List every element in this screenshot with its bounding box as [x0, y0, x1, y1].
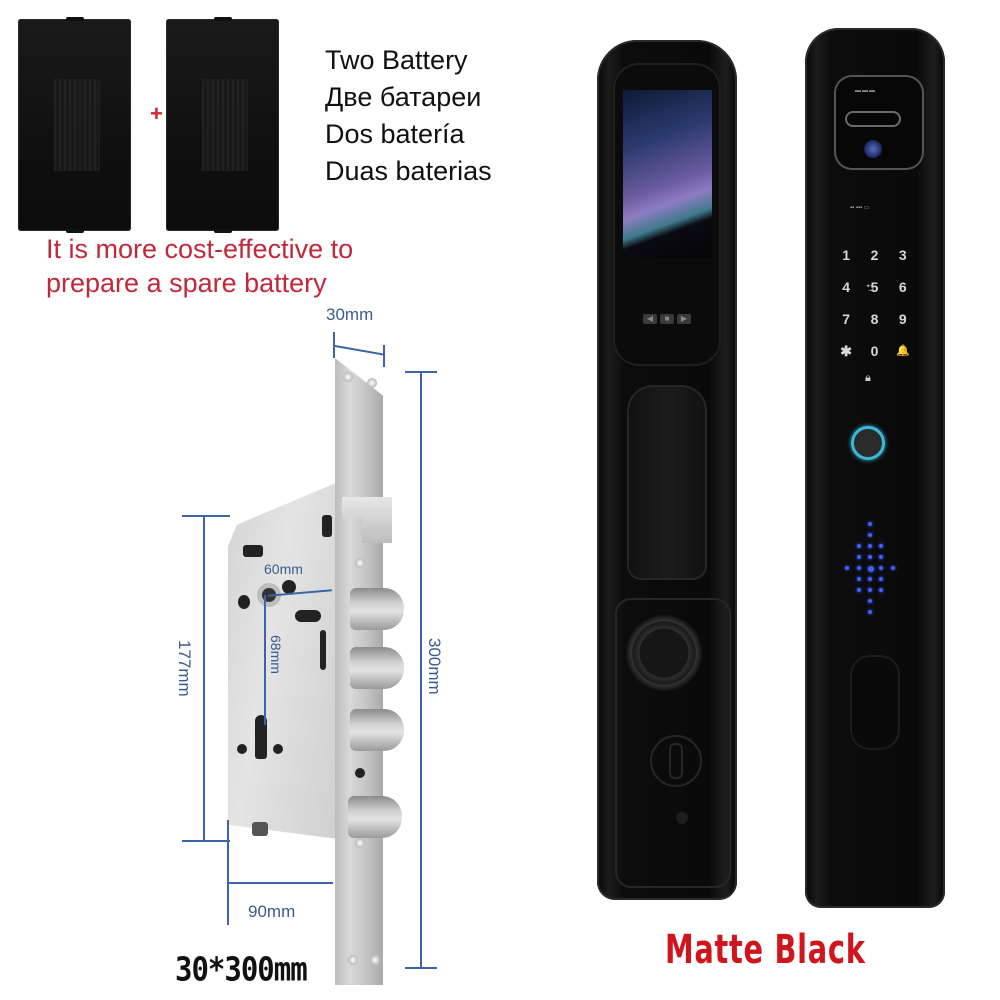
dim-tick: [182, 840, 230, 842]
key-9[interactable]: 9: [898, 311, 907, 327]
fingerprint-sensor[interactable]: [851, 426, 885, 460]
keyhole-cover: [650, 735, 702, 787]
case-hole: [282, 580, 296, 594]
dim-total-height: 300mm: [425, 638, 444, 695]
key-1[interactable]: 1: [842, 247, 851, 263]
back-icon[interactable]: ⮌: [866, 283, 875, 294]
brand-mark: ▬▬▬: [855, 88, 876, 94]
dim-line-center: [264, 595, 266, 725]
dim-faceplate-width: 30mm: [326, 305, 374, 324]
screw: [348, 955, 358, 965]
battery-tab: [66, 17, 84, 21]
key-5[interactable]: 5: [870, 279, 879, 295]
next-icon[interactable]: ▶: [677, 314, 691, 324]
lock-icon[interactable]: 🔒︎: [865, 372, 871, 384]
dim-tick: [182, 515, 230, 517]
status-indicators: ▪▪ ▪▪▪ ▭: [850, 205, 870, 211]
battery-label: [202, 79, 248, 171]
deadbolt: [350, 709, 404, 751]
sensor-dot: [676, 812, 688, 824]
push-pull-handle[interactable]: [627, 385, 707, 580]
finish-label: Matte Black: [665, 927, 866, 973]
lock-keypad-panel: [805, 28, 945, 908]
doorbell-icon[interactable]: 🔔: [895, 345, 910, 357]
dim-line-case-height: [203, 515, 205, 841]
key-3[interactable]: 3: [898, 247, 907, 263]
dim-case-height: 177mm: [175, 640, 194, 697]
screw: [370, 955, 380, 965]
dim-center-distance: 68mm: [268, 635, 284, 674]
case-slot: [322, 515, 332, 537]
camera-lens-icon: [864, 140, 882, 158]
deadbolt: [350, 647, 404, 689]
promo-line-1: It is more cost-effective to: [46, 234, 354, 264]
key-6[interactable]: 6: [898, 279, 907, 295]
case-hole: [355, 768, 365, 778]
battery-tab: [66, 229, 84, 233]
case-hole: [273, 744, 283, 754]
dim-case-depth: 90mm: [248, 902, 296, 921]
screen-buttons: ◀ ■ ▶: [643, 314, 691, 324]
deadbolt: [348, 796, 402, 838]
battery-left: [18, 17, 131, 233]
promo-line-2: prepare a spare battery: [46, 268, 327, 298]
title-russian: Две батареи: [325, 82, 482, 112]
dim-tick: [333, 332, 335, 358]
key-star[interactable]: ✱: [840, 343, 853, 359]
promo-text: It is more cost-effective to prepare a s…: [46, 232, 353, 300]
title-english: Two Battery: [325, 45, 468, 75]
key-7[interactable]: 7: [842, 311, 851, 327]
stop-icon[interactable]: ■: [660, 314, 674, 324]
battery-title-list: Two Battery Две батареи Dos batería Duas…: [325, 42, 492, 190]
dim-line-faceplate: [334, 345, 385, 356]
dim-tick: [227, 820, 229, 925]
cylinder-hole: [255, 715, 267, 759]
battery-tab: [214, 17, 232, 21]
case-slot: [295, 610, 321, 622]
case-hole: [237, 744, 247, 754]
keypad: 1 2 3 4 5 6 7 8 9 ✱ 0 🔔: [832, 246, 917, 360]
prev-icon[interactable]: ◀: [643, 314, 657, 324]
screw: [355, 838, 365, 848]
ir-sensor-dots: [845, 522, 895, 617]
screw: [355, 558, 365, 568]
case-hole: [238, 595, 250, 609]
key-2[interactable]: 2: [870, 247, 879, 263]
dim-backset: 60mm: [264, 561, 303, 577]
screw: [367, 378, 377, 388]
case-slot: [243, 545, 263, 557]
display-screen: [623, 90, 712, 258]
mortise-caption: 30*300mm: [175, 949, 308, 989]
key-4[interactable]: 4: [842, 279, 851, 295]
deadbolt: [350, 588, 404, 630]
battery-label: [54, 79, 100, 171]
battery-right: [166, 17, 279, 233]
key-0[interactable]: 0: [870, 343, 879, 359]
thumb-turn-knob[interactable]: [626, 615, 702, 691]
dim-tick: [405, 967, 437, 969]
inner-handle-recess[interactable]: [850, 655, 900, 750]
case-slot: [320, 630, 326, 670]
square-hole: [252, 822, 268, 836]
title-spanish: Dos batería: [325, 119, 465, 149]
screw: [343, 372, 353, 382]
dim-tick: [383, 345, 385, 367]
battery-tab: [214, 229, 232, 233]
dim-line-height: [420, 371, 422, 968]
key-8[interactable]: 8: [870, 311, 879, 327]
face-sensor: [845, 111, 901, 127]
dim-line-depth: [229, 882, 333, 884]
title-portuguese: Duas baterias: [325, 156, 492, 186]
mortise-case: [228, 482, 338, 839]
plus-sign: +: [150, 101, 163, 126]
